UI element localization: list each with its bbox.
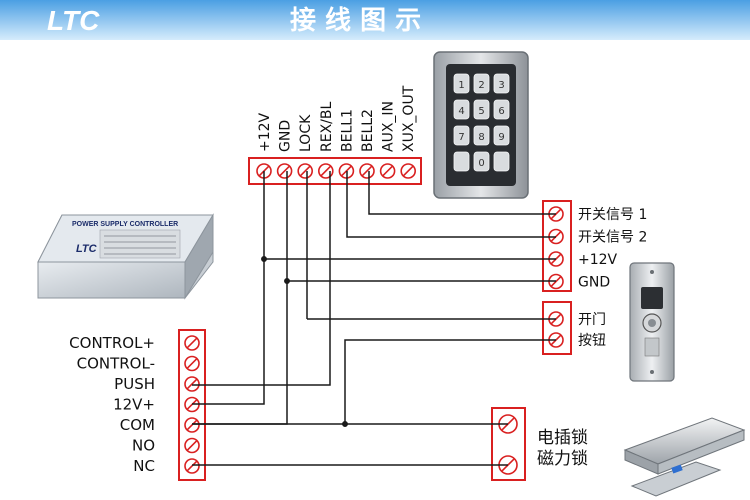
power-supply-box: POWER SUPPLY CONTROLLER LTC xyxy=(37,213,214,300)
keypad-terminal-screw xyxy=(359,163,375,179)
psu-terminal-screw xyxy=(184,437,200,454)
button-terminal-screws xyxy=(548,311,564,348)
keypad-terminal-label: AUX_IN xyxy=(381,101,397,152)
keypad-terminal-label: +12V xyxy=(257,112,273,152)
psu-terminal-label: NO xyxy=(132,437,155,455)
keypad-device: 1 2 3 4 5 6 7 8 9 0 xyxy=(433,51,529,199)
svg-text:9: 9 xyxy=(498,132,504,143)
keypad-key: 1 xyxy=(453,73,470,94)
keypad-key: 5 xyxy=(473,99,490,120)
power-supply-label: POWER SUPPLY CONTROLLER xyxy=(72,221,178,228)
keypad-terminal-strip xyxy=(248,157,422,185)
keypad-terminal-screw xyxy=(379,163,396,179)
keypad-terminal-label: BELL2 xyxy=(360,109,376,152)
signal-terminal-screws xyxy=(548,206,564,290)
keypad-terminal-label: REX/BL xyxy=(319,102,335,152)
button-terminal-label: 按钮 xyxy=(578,333,606,349)
keypad-terminal-label: XUX_OUT xyxy=(401,85,417,152)
button-terminal-block xyxy=(542,301,572,355)
signal-terminal-labels: 开关信号 1 开关信号 2 +12V GND xyxy=(578,207,647,291)
psu-terminal-label: CONTROL+ xyxy=(69,334,155,352)
keypad-key: 8 xyxy=(473,125,490,146)
svg-text:5: 5 xyxy=(478,106,484,117)
keypad-keys: 1 2 3 4 5 6 7 8 9 0 xyxy=(453,73,510,172)
svg-text:1: 1 xyxy=(458,80,464,91)
svg-text:7: 7 xyxy=(458,132,464,143)
keypad-key: 0 xyxy=(473,151,490,172)
svg-text:3: 3 xyxy=(498,80,504,91)
keypad-terminal-label: LOCK xyxy=(298,114,314,152)
signal-terminal-label: 开关信号 2 xyxy=(578,230,647,246)
psu-terminal-screw xyxy=(184,458,200,474)
svg-text:6: 6 xyxy=(498,106,504,117)
power-supply-logo: LTC xyxy=(76,243,98,255)
keypad-key: 3 xyxy=(493,73,510,94)
lock-terminal-label: 磁力锁 xyxy=(537,449,588,469)
psu-terminal-screw xyxy=(184,417,200,433)
lock-terminal-label: 电插锁 xyxy=(537,428,588,448)
keypad-key: 2 xyxy=(473,73,490,94)
psu-terminal-label: 12V+ xyxy=(113,396,155,414)
psu-terminal-screw xyxy=(184,355,200,372)
header-title: 接 线 图 示 xyxy=(290,6,421,36)
svg-text:2: 2 xyxy=(478,80,484,91)
psu-terminal-label: COM xyxy=(120,416,155,434)
psu-terminal-screw xyxy=(184,335,200,351)
magnetic-lock-device xyxy=(623,417,746,497)
psu-terminal-screw xyxy=(184,376,200,392)
svg-text:8: 8 xyxy=(478,132,484,143)
keypad-key xyxy=(453,151,470,172)
signal-terminal-label: GND xyxy=(578,275,610,291)
svg-text:0: 0 xyxy=(478,158,484,169)
keypad-key: 4 xyxy=(453,99,470,120)
lock-terminal-block xyxy=(491,407,526,481)
keypad-terminal-screw xyxy=(276,163,293,179)
keypad-terminal-label: BELL1 xyxy=(339,109,355,152)
signal-terminal-label: 开关信号 1 xyxy=(578,207,647,223)
psu-terminal-label: NC xyxy=(133,457,155,475)
ltc-logo: LTC xyxy=(47,5,100,36)
psu-terminal-label: PUSH xyxy=(114,375,155,393)
keypad-key: 6 xyxy=(493,99,510,120)
keypad-key xyxy=(493,151,510,172)
logo-text: LTC xyxy=(47,5,100,36)
header-band xyxy=(0,0,750,40)
keypad-terminal-screws xyxy=(256,163,417,179)
signal-terminal-block xyxy=(542,200,572,292)
signal-terminal-label: +12V xyxy=(578,252,618,268)
psu-terminal-labels: CONTROL+ CONTROL- PUSH 12V+ COM NO NC xyxy=(69,334,155,475)
keypad-key: 7 xyxy=(453,125,470,146)
psu-terminal-label: CONTROL- xyxy=(77,355,155,373)
keypad-terminal-label: GND xyxy=(278,120,294,152)
exit-button-device xyxy=(629,262,675,382)
keypad-terminal-screw xyxy=(400,163,417,179)
wires xyxy=(192,171,556,466)
psu-terminal-block xyxy=(178,329,206,481)
button-terminal-label: 开门 xyxy=(578,312,606,328)
keypad-key: 9 xyxy=(493,125,510,146)
svg-text:4: 4 xyxy=(458,106,464,117)
keypad-terminal-screw xyxy=(297,163,314,179)
